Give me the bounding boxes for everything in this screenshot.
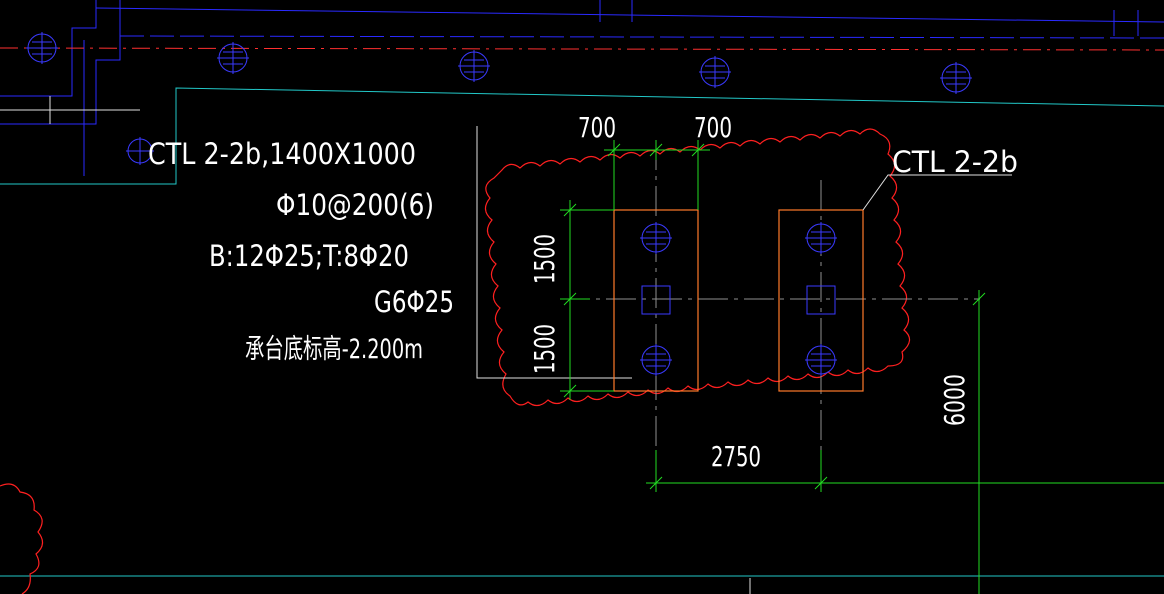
revision-cloud[interactable]	[0, 483, 44, 594]
wall-line	[0, 0, 121, 125]
dim-text-top-left[interactable]: 700	[578, 111, 616, 144]
dim-text-left-lower[interactable]: 1500	[528, 324, 561, 374]
side-bars-text[interactable]: G6Φ25	[374, 285, 454, 319]
pile-icon[interactable]	[26, 32, 58, 64]
pile-icon[interactable]	[217, 42, 249, 74]
callout-leader	[862, 174, 1012, 211]
pile-icon[interactable]	[640, 222, 672, 254]
axis-line	[0, 47, 1164, 51]
cap-name-size-text[interactable]: CTL 2-2b,1400X1000	[148, 137, 416, 171]
pile-icon[interactable]	[940, 62, 972, 94]
wall-line	[0, 0, 97, 97]
wall-line	[0, 87, 1164, 185]
center-lines	[560, 140, 980, 450]
column-square-icon[interactable]	[641, 285, 671, 315]
pile-cap-left[interactable]	[613, 209, 699, 392]
annotation-block: CTL 2-2b,1400X1000 Φ10@200(6) B:12Φ25;T:…	[148, 137, 454, 365]
bottom-elevation-text[interactable]: 承台底标高-2.200m	[245, 334, 423, 365]
existing-pile-row	[26, 32, 972, 165]
callout-label[interactable]: CTL 2-2b	[892, 145, 1018, 179]
cap-piles	[640, 222, 837, 376]
dim-text-right[interactable]: 6000	[938, 374, 971, 426]
dim-text-left-upper[interactable]: 1500	[528, 234, 561, 284]
pile-icon[interactable]	[458, 50, 490, 82]
dim-text-bottom[interactable]: 2750	[711, 440, 761, 473]
pile-icon[interactable]	[805, 344, 837, 376]
dimension-lines	[560, 140, 1164, 594]
column-square-icon[interactable]	[806, 285, 836, 315]
wall-line	[95, 7, 1164, 23]
pile-icon[interactable]	[805, 222, 837, 254]
pile-icon[interactable]	[699, 56, 731, 88]
dimension-texts: 700 700 2750 1500 1500 6000	[528, 111, 971, 473]
main-bars-text[interactable]: B:12Φ25;T:8Φ20	[209, 239, 409, 273]
dim-text-top-right[interactable]: 700	[694, 111, 732, 144]
pile-icon[interactable]	[640, 344, 672, 376]
pile-icon[interactable]	[126, 137, 154, 165]
pile-cap-right[interactable]	[778, 209, 864, 392]
wall-line	[119, 35, 1164, 39]
stirrup-text[interactable]: Φ10@200(6)	[276, 188, 434, 222]
annotation-leader	[476, 126, 632, 379]
